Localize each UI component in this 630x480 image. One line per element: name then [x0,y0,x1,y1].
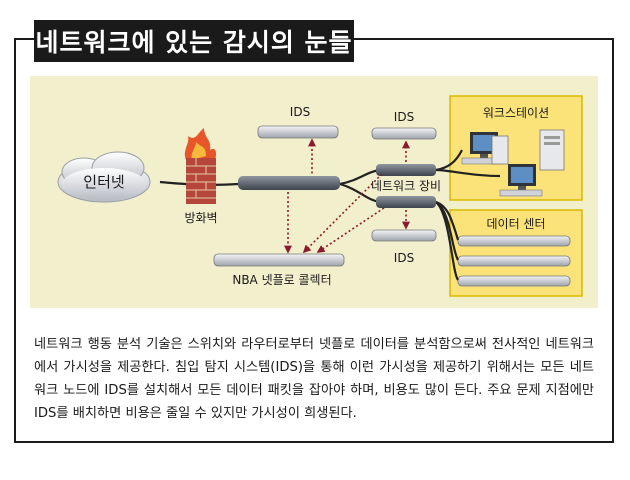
nba-collector-device: NBA 넷플로 콜렉터 [213,253,345,287]
network-equipment-label: 네트워크 장비 [371,179,441,193]
data-center-label: 데이터 센터 [486,217,545,231]
title-banner: 네트워크에 있는 감시의 눈들 [34,20,354,62]
page-title: 네트워크에 있는 감시의 눈들 [35,28,353,57]
monitoring-links [284,138,410,254]
ids-device-bottom: IDS [371,229,437,265]
ids-top-right-label: IDS [394,110,414,124]
core-switch-icon [238,176,340,190]
nba-collector-label: NBA 넷플로 콜렉터 [232,273,331,287]
caption: 네트워크 행동 분석 기술은 스위치와 라우터로부터 넷플로 데이터를 분석함으… [34,333,594,425]
firewall-label: 방화벽 [184,211,217,225]
internet-label: 인터넷 [83,173,124,191]
server-rack-icon [457,235,571,287]
workstation-label: 워크스테이션 [483,106,549,120]
ids-top-left-label: IDS [290,105,310,119]
internet-cloud-icon: 인터넷 [57,151,151,203]
tower-pc-icon [491,135,509,165]
workstation-pc-icon [461,132,505,165]
firewall-icon: 방화벽 [184,128,218,225]
workstation-pc-icon [499,164,543,197]
ids-device-top-right: IDS [371,110,437,140]
network-switch-icon: 네트워크 장비 [371,164,441,208]
caption-text: 네트워크 행동 분석 기술은 스위치와 라우터로부터 넷플로 데이터를 분석함으… [34,337,594,421]
ids-device-top-left: IDS [257,105,339,139]
ids-bottom-label: IDS [394,251,414,265]
tower-pc-icon [539,129,565,171]
